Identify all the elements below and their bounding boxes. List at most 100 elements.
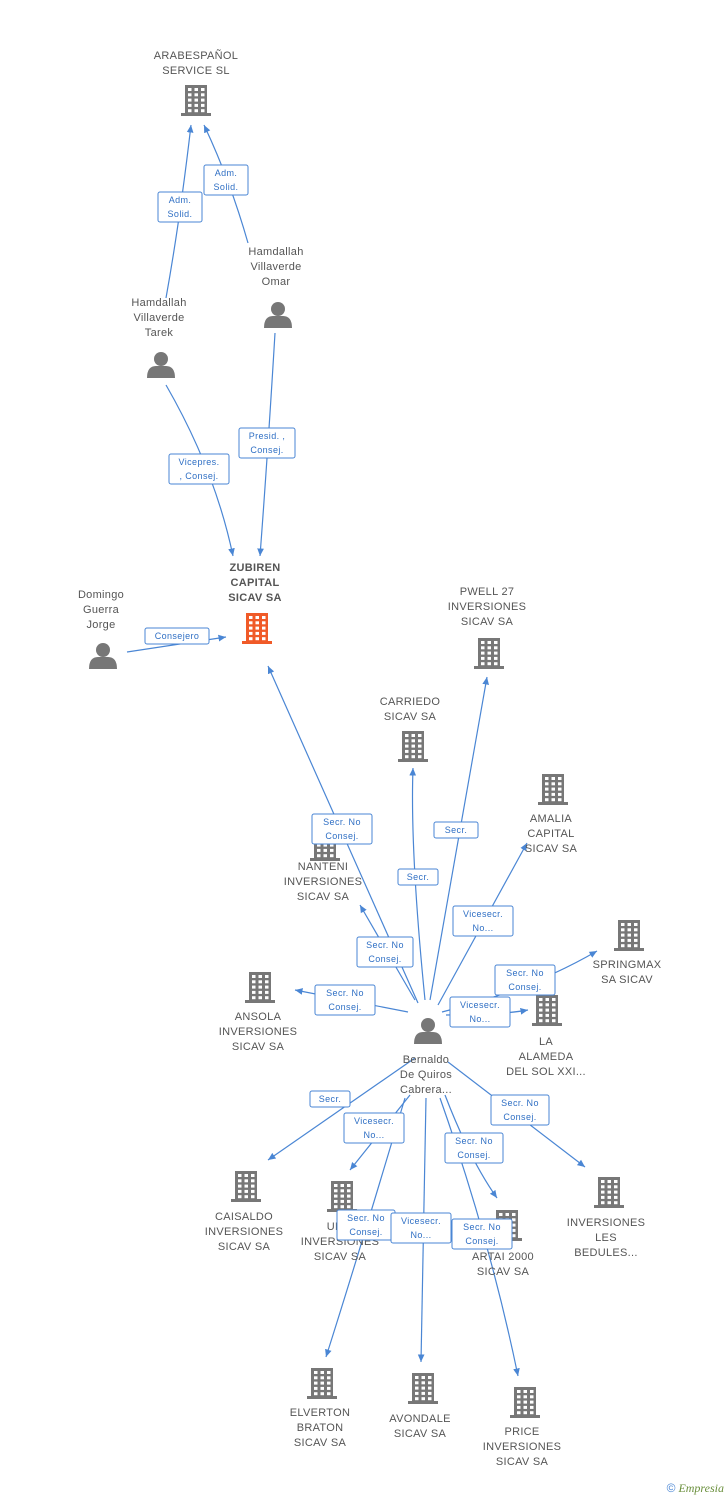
edge-labels-layer: Adm.Solid.Adm.Solid.Vicepres., Consej.Pr… (144, 164, 556, 1250)
edge-label-box (449, 996, 511, 1028)
node-label-line: Guerra (83, 604, 120, 616)
edge-label-text: Consej. (465, 1236, 498, 1246)
building-icon[interactable] (594, 1177, 624, 1208)
person-icon[interactable] (147, 352, 175, 378)
node-label-line: CAPITAL (527, 828, 574, 840)
node-label-line: Villaverde (133, 312, 184, 324)
building-icon[interactable] (538, 774, 568, 805)
node-label-line: SICAV SA (477, 1266, 530, 1278)
node-label-line: CARRIEDO (380, 696, 441, 708)
edge-label-text: Consej. (250, 445, 283, 455)
building-icon[interactable] (307, 1368, 337, 1399)
building-icon[interactable] (614, 920, 644, 951)
node-label-line: ANSOLA (235, 1011, 282, 1023)
node-label-line: SICAV SA (294, 1437, 347, 1449)
edge-label-tarek-to-zubiren[interactable]: Vicepres., Consej. (168, 453, 230, 485)
empresia-logo[interactable]: © Empresia (667, 1481, 724, 1496)
edge-label-box (433, 821, 479, 839)
node-label-line: AVONDALE (389, 1413, 451, 1425)
edge-bernaldo-to-carriedo (409, 767, 426, 1001)
person-icon[interactable] (89, 643, 117, 669)
person-icon[interactable] (414, 1018, 442, 1044)
node-label-line: LA (539, 1036, 553, 1048)
node-label-line: SICAV SA (525, 843, 578, 855)
building-icon[interactable] (242, 613, 272, 644)
copyright-icon: © (666, 1481, 676, 1495)
edge-label-box (494, 964, 556, 996)
edge-label-bernaldo-to-laalameda[interactable]: Vicesecr.No... (449, 996, 511, 1028)
edge-label-text: Adm. (215, 168, 238, 178)
edge-label-domingo-to-zubiren[interactable]: Consejero (144, 627, 210, 645)
building-icon[interactable] (532, 995, 562, 1026)
building-icon[interactable] (510, 1387, 540, 1418)
node-label-line: SERVICE SL (162, 65, 230, 77)
person-icon[interactable] (264, 302, 292, 328)
edge-label-text: Adm. (169, 195, 192, 205)
edge-label-text: Consejero (155, 631, 200, 641)
edge-label-text: No... (469, 1014, 490, 1024)
node-label-line: SICAV SA (297, 891, 350, 903)
building-icon[interactable] (474, 638, 504, 669)
building-icon[interactable] (245, 972, 275, 1003)
node-label-line: De Quiros (400, 1069, 452, 1081)
edge-label-bernaldo-to-avondale[interactable]: Vicesecr.No... (390, 1212, 452, 1244)
node-label-line: SICAV SA (228, 592, 282, 604)
node-bedules[interactable]: INVERSIONESLESBEDULES... (567, 1177, 646, 1259)
node-label-line: ARTAI 2000 (472, 1251, 534, 1263)
edge-label-text: Consej. (325, 831, 358, 841)
node-label-line: SICAV SA (496, 1456, 549, 1468)
edge-label-text: Solid. (168, 209, 193, 219)
edge-label-box (238, 427, 296, 459)
edge-label-text: Vicesecr. (463, 909, 503, 919)
edge-label-bernaldo-to-pwell[interactable]: Secr. (433, 821, 479, 839)
building-icon[interactable] (231, 1171, 261, 1202)
building-icon[interactable] (181, 85, 211, 116)
edge-label-box (203, 164, 249, 196)
building-icon[interactable] (327, 1181, 357, 1212)
edge-label-text: Presid. , (249, 431, 286, 441)
edge-label-text: No... (410, 1230, 431, 1240)
edge-label-box (168, 453, 230, 485)
edge-label-bernaldo-to-caisaldo[interactable]: Secr. (309, 1090, 351, 1108)
edge-label-bernaldo-to-union[interactable]: Vicesecr.No... (343, 1112, 405, 1144)
node-label-line: Hamdallah (131, 297, 186, 309)
edge-label-omar-to-arabespanol[interactable]: Adm. Solid. (203, 164, 249, 196)
building-icon[interactable] (408, 1373, 438, 1404)
building-icon[interactable] (398, 731, 428, 762)
node-label-line: CAPITAL (231, 577, 280, 589)
edge-label-bernaldo-to-amalia[interactable]: Vicesecr. No... (452, 905, 514, 937)
edge-label-box (397, 868, 439, 886)
node-label-line: INVERSIONES (483, 1441, 562, 1453)
edge-label-text: No... (472, 923, 493, 933)
edge-label-tarek-to-arabespanol[interactable]: Adm. Solid. (157, 191, 203, 223)
edge-label-text: Solid. (214, 182, 239, 192)
node-label-line: NANTENI (298, 861, 348, 873)
edge-label-omar-to-zubiren[interactable]: Presid. , Consej. (238, 427, 296, 459)
edge-label-bernaldo-to-carriedo[interactable]: Secr. (397, 868, 439, 886)
